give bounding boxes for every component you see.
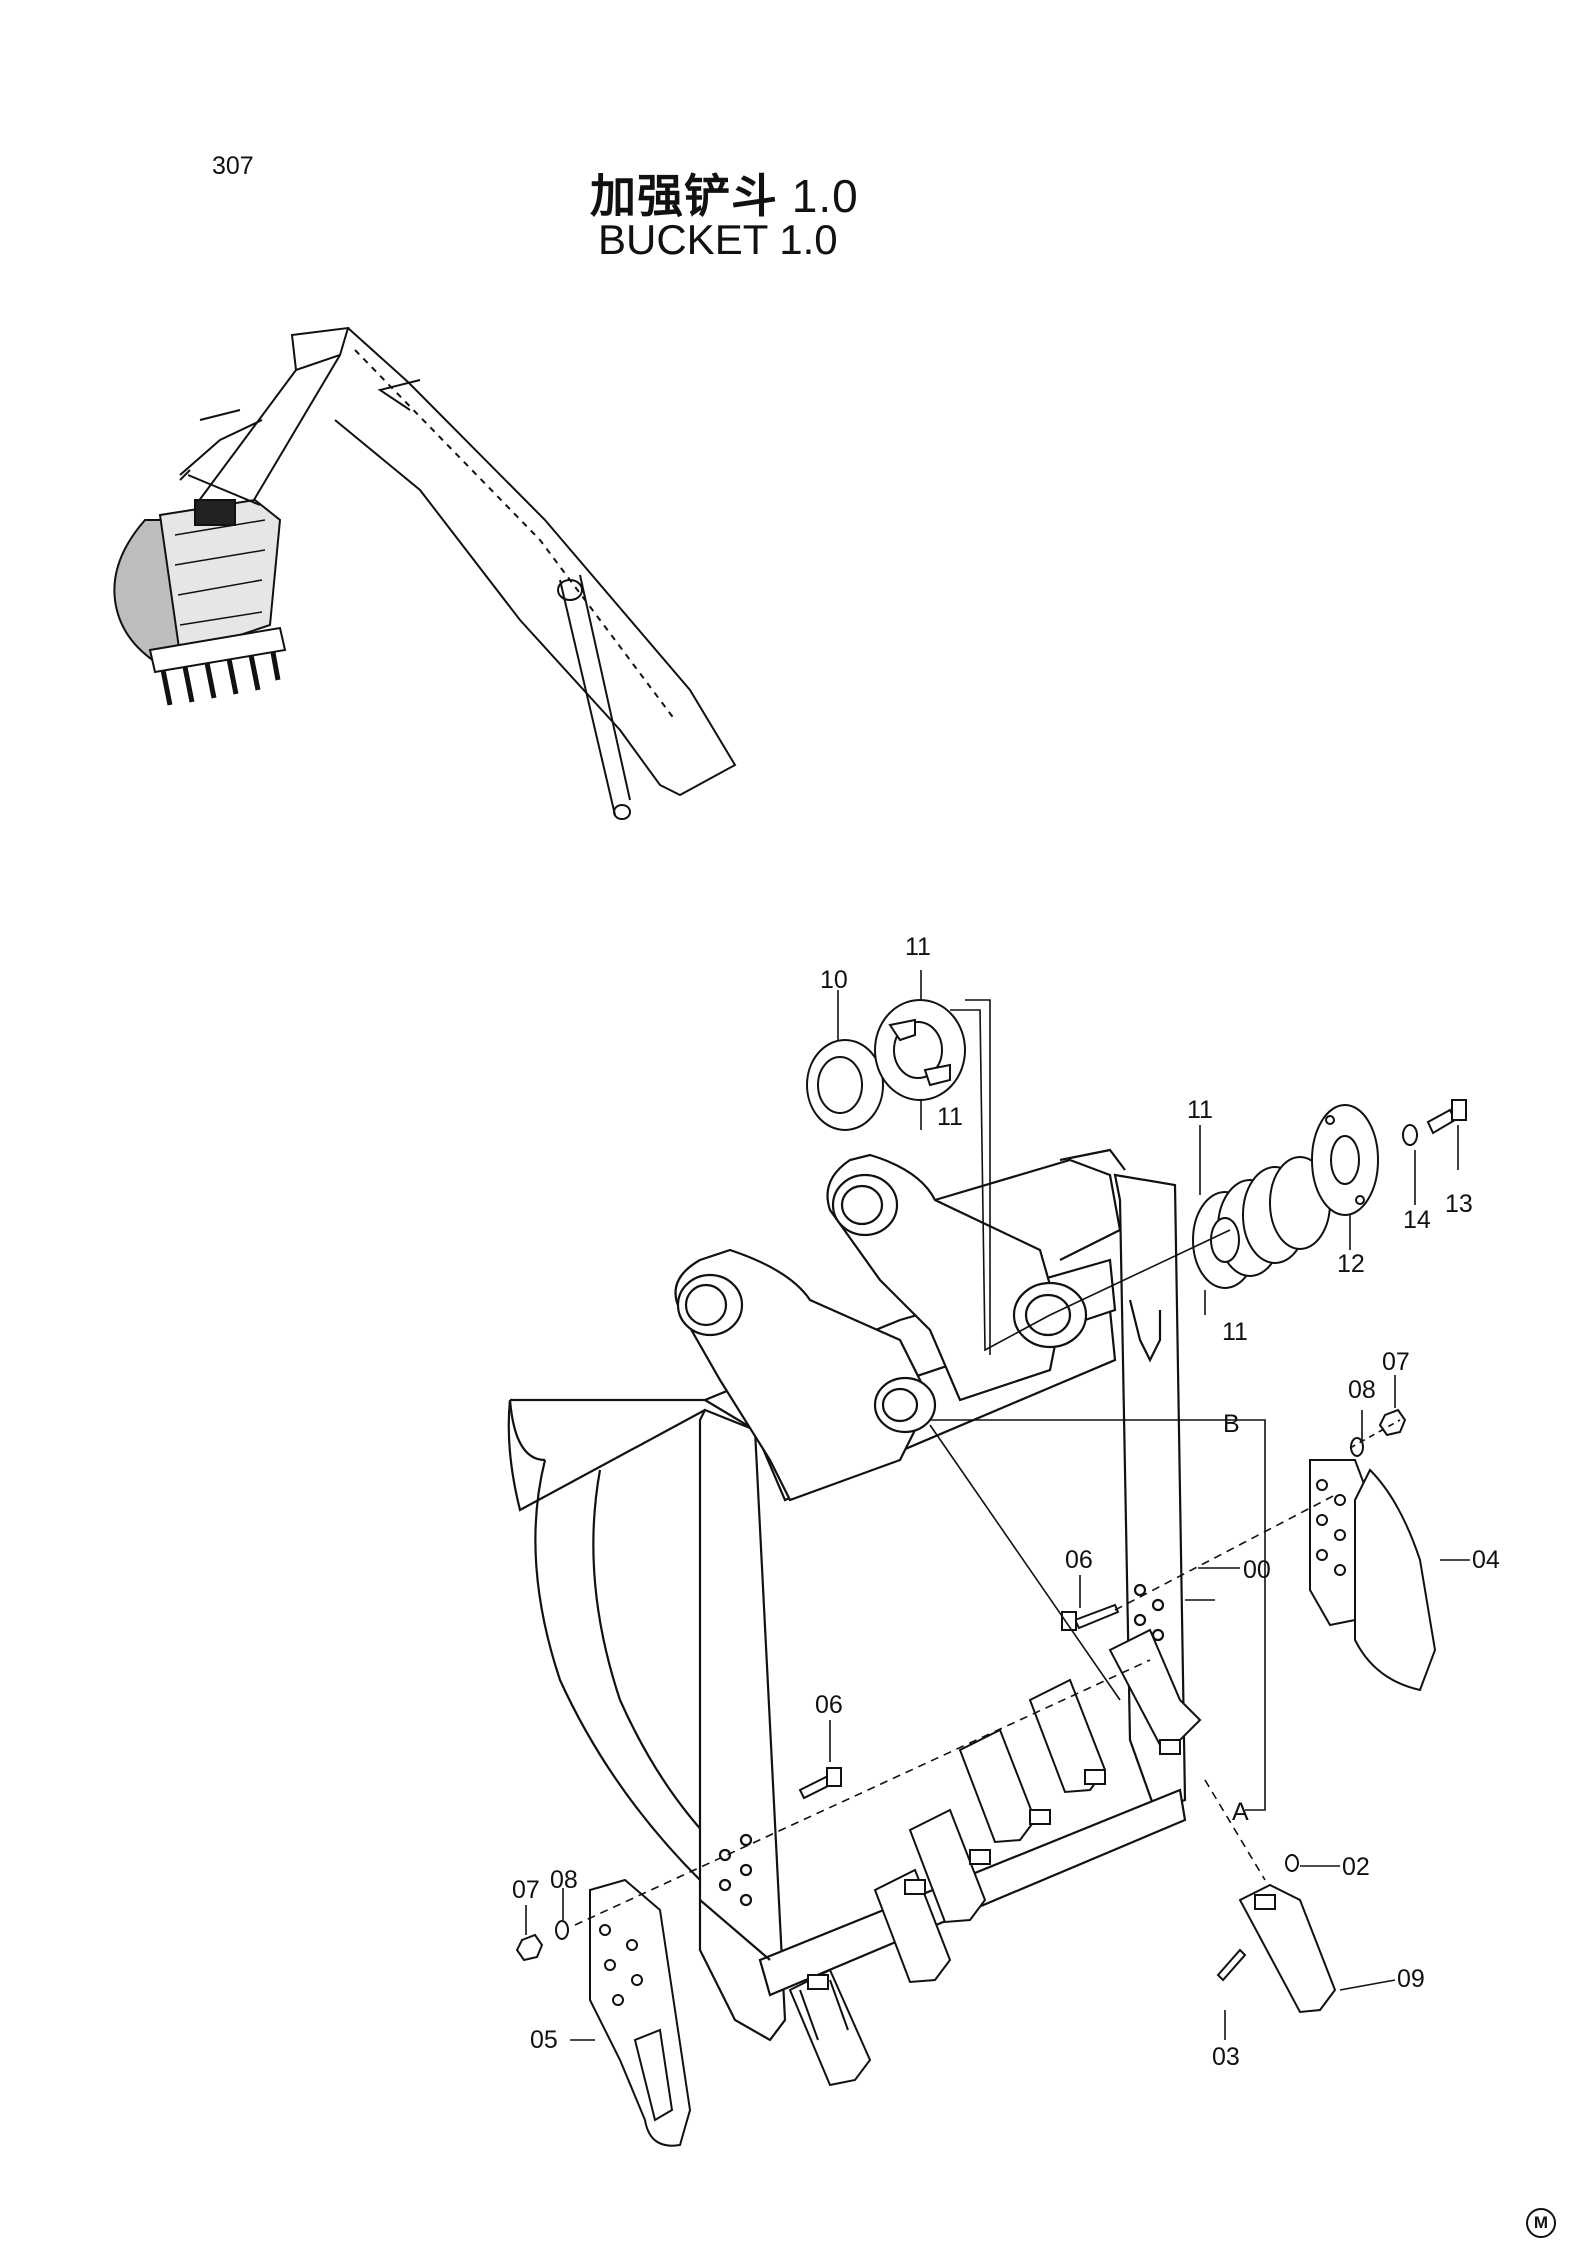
part-07-nut-left (515, 1933, 544, 1962)
title-english: BUCKET 1.0 (598, 216, 838, 263)
callout-03: 03 (1212, 2043, 1240, 2071)
part-10-ring (806, 1039, 884, 1131)
callout-11-top: 11 (905, 933, 931, 961)
part-07-nut-right (1378, 1408, 1407, 1437)
part-11-shims-left (874, 999, 966, 1101)
callout-08-right: 08 (1348, 1376, 1376, 1404)
manufacturer-mark: M (1526, 2208, 1556, 2238)
part-04-side-cutter (1309, 1459, 1437, 1692)
part-08-washer-left (555, 1920, 569, 1940)
part-06-bolt-lower (798, 1767, 842, 1800)
callout-11-right-top: 11 (1187, 1096, 1213, 1124)
callout-10: 10 (820, 966, 848, 994)
overview-bucket (113, 474, 287, 706)
part-03-lock (1216, 1948, 1247, 1982)
callout-11-right-bottom: 11 (1222, 1318, 1248, 1346)
part-09-tooth (1238, 1883, 1337, 2014)
callout-07-left: 07 (512, 1876, 540, 1904)
callout-14: 14 (1403, 1206, 1431, 1234)
page-number: 307 (212, 152, 254, 180)
title-chinese: 加强铲斗 1.0 (590, 160, 859, 226)
leader-lines (525, 970, 1470, 2041)
part-12-plate (1311, 1104, 1379, 1216)
part-14-washer (1402, 1124, 1418, 1146)
bucket-body (507, 1148, 1187, 2042)
part-06-bolt-upper (1061, 1603, 1120, 1631)
title-chinese-version: 1.0 (791, 170, 859, 222)
callout-05: 05 (530, 2026, 558, 2054)
callout-09: 09 (1397, 1965, 1425, 1993)
callout-04: 04 (1472, 1546, 1500, 1574)
callout-02: 02 (1342, 1853, 1370, 1881)
callout-07-right: 07 (1382, 1348, 1410, 1376)
callout-13: 13 (1445, 1190, 1473, 1218)
part-13-bolt (1426, 1099, 1467, 1135)
title-chinese-text: 加强铲斗 (590, 170, 778, 222)
part-11-shims-right (1192, 1156, 1331, 1289)
callout-08-left: 08 (550, 1866, 578, 1894)
part-02-pin (1285, 1854, 1299, 1872)
callout-06-lower: 06 (815, 1691, 843, 1719)
callout-06-upper: 06 (1065, 1546, 1093, 1574)
excavator-arm-overview (179, 326, 737, 820)
callout-labels: 10 11 11 11 11 12 13 14 07 08 04 B 06 00… (512, 933, 1500, 2071)
callout-12: 12 (1337, 1250, 1365, 1278)
callout-11-left: 11 (937, 1103, 963, 1131)
callout-B: B (1223, 1410, 1240, 1438)
callout-A: A (1232, 1798, 1249, 1826)
part-05-side-cutter (589, 1878, 692, 2147)
bucket-teeth (788, 1628, 1202, 2087)
callout-00: 00 (1243, 1556, 1271, 1584)
